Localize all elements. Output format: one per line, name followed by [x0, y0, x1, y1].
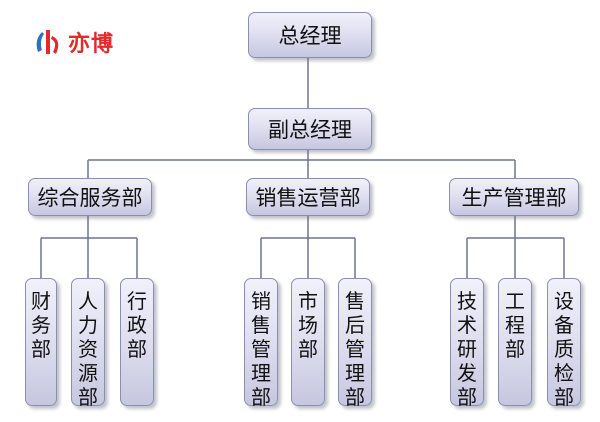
unit-label: 设备质检部 [554, 289, 574, 409]
unit-label: 财务部 [31, 289, 51, 361]
unit-box: 技术研发部 [450, 278, 484, 409]
company-logo: 亦博 [32, 24, 122, 60]
unit-label: 行政部 [127, 289, 147, 361]
unit-box: 行政部 [120, 278, 154, 406]
general-manager-box: 总经理 [248, 12, 372, 58]
unit-box: 人力资源部 [71, 278, 105, 409]
department-label: 生产管理部 [461, 186, 567, 210]
unit-label: 销售管理部 [251, 289, 271, 409]
department-box: 销售运营部 [246, 178, 370, 216]
unit-label: 人力资源部 [78, 289, 98, 409]
department-box: 综合服务部 [28, 178, 152, 216]
unit-box: 售后管理部 [338, 278, 372, 409]
vice-general-manager-box: 副总经理 [248, 108, 372, 150]
general-manager-label: 总经理 [278, 24, 342, 48]
unit-box: 财务部 [25, 278, 57, 406]
unit-label: 售后管理部 [345, 289, 365, 409]
unit-label: 工程部 [505, 289, 525, 361]
logo-text: 亦博 [68, 31, 115, 57]
vice-general-manager-label: 副总经理 [268, 118, 352, 142]
logo-mark-icon [36, 30, 59, 54]
unit-label: 市场部 [298, 289, 318, 361]
unit-label: 技术研发部 [457, 289, 477, 409]
department-label: 销售运营部 [255, 186, 361, 210]
unit-box: 设备质检部 [547, 278, 581, 409]
department-box: 生产管理部 [449, 178, 579, 216]
unit-box: 市场部 [291, 278, 325, 406]
department-label: 综合服务部 [37, 186, 143, 210]
unit-box: 工程部 [498, 278, 532, 406]
unit-box: 销售管理部 [244, 278, 278, 409]
